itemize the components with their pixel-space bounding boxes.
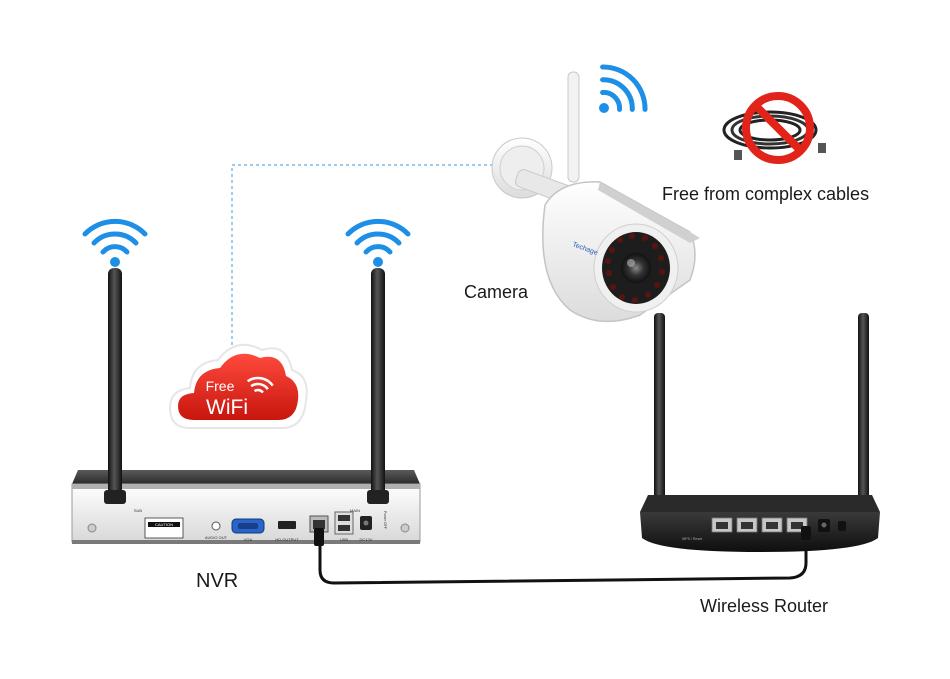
nvr-dc12v-label: DC12V [360,537,373,542]
camera-antenna [567,71,580,183]
nvr-power-label: Power OFF [383,511,387,529]
camera-label: Camera [464,282,529,302]
nvr-hd-output-label: HD OUTPUT [275,537,299,542]
nvr-label: NVR [196,570,239,592]
wifi-signal-icon [345,218,411,267]
camera-lens [621,253,651,283]
router-antenna-left [654,313,665,513]
wifi-signal-icon [599,64,648,113]
wifi-cloud-icon: Free WiFi [168,343,308,429]
router-wps-label: WPS / Reset [682,537,702,541]
nvr-audio-out-label: AUDIO OUT [205,535,228,540]
wifi-signal-icon [82,218,148,267]
no-cable-icon [722,92,826,164]
nvr-antenna-sub-label: SUB [134,508,143,513]
router-label: Wireless Router [700,596,829,616]
nvr-vga-label: VGA [244,537,253,542]
ethernet-cable [318,532,808,585]
router-device: WPS / Reset [640,313,880,552]
nvr-hdmi-port [278,521,296,529]
wifi-badge-wifi: WiFi [206,396,248,419]
camera-device: Techage [491,71,700,323]
no-cables-caption: Free from complex cables [662,184,870,204]
nvr-caution-label: CAUTION [155,522,173,527]
nvr-antenna-right [371,268,385,500]
nvr-antenna-main-label: MAIN [350,508,360,513]
nvr-device: CAUTION AUDIO OUT VGA HD OUTPUT USB DC12… [71,268,421,546]
wifi-badge-free: Free [206,378,235,394]
nvr-usb-label: USB [340,537,349,542]
wireless-link-line [231,164,492,345]
router-antenna-right [858,313,869,513]
nvr-antenna-left [108,268,122,500]
